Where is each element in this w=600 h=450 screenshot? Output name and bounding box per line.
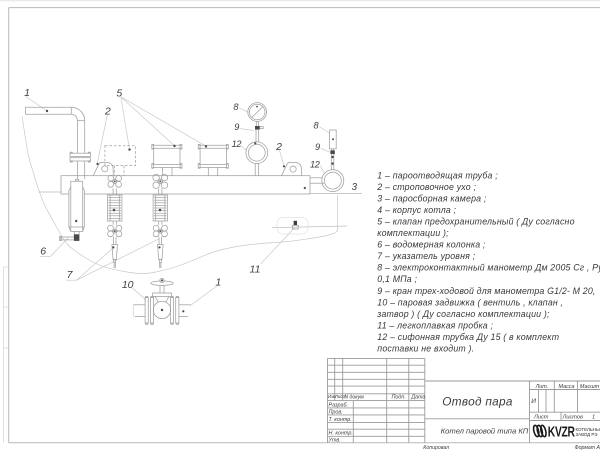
svg-text:8 – электроконтактный манометр: 8 – электроконтактный манометр Дм 2005 С… [377,263,600,273]
svg-text:КОТЕЛЬНЫЙ: КОТЕЛЬНЫЙ [576,427,600,432]
svg-text:5 – клапан предохранительный: 5 – клапан предохранительный ( Ду соглас… [377,217,574,227]
svg-text:10 – паровая задвижка ( вент: 10 – паровая задвижка ( вентиль , клапан… [377,297,563,307]
svg-text:Лит.: Лит. [535,384,549,390]
svg-text:Отвод пара: Отвод пара [442,395,513,409]
svg-text:Котел паровой типа КП: Котел паровой типа КП [441,426,529,435]
svg-text:9: 9 [315,142,320,152]
svg-text:8: 8 [313,121,319,131]
svg-text:3 – паросборная камера ;: 3 – паросборная камера ; [377,193,487,203]
svg-text:2: 2 [104,105,111,117]
svg-text:1: 1 [592,415,595,421]
svg-text:Масса: Масса [559,384,575,390]
svg-text:9: 9 [234,122,239,132]
svg-text:Утв.: Утв. [328,437,341,443]
svg-text:ЗАВОД РЭ: ЗАВОД РЭ [576,432,598,437]
svg-text:Масшт: Масшт [580,384,600,390]
svg-text:И: И [531,398,536,405]
svg-text:8: 8 [233,102,239,112]
svg-text:1: 1 [215,277,221,289]
svg-text:7 – указатель уровня ;: 7 – указатель уровня ; [377,251,475,261]
svg-text:12 – сифонная трубка Ду 15 (: 12 – сифонная трубка Ду 15 ( в комплект [377,332,559,342]
svg-text:10: 10 [122,279,134,291]
svg-text:Дата: Дата [410,394,425,400]
svg-text:3: 3 [352,182,358,193]
svg-text:Лист: Лист [334,394,346,399]
svg-text:Пров.: Пров. [329,410,343,416]
svg-text:7: 7 [67,269,74,281]
svg-text:6: 6 [40,245,46,257]
svg-text:4 – корпус котла ;: 4 – корпус котла ; [377,205,456,215]
svg-text:N докум: N докум [344,394,364,400]
svg-text:11: 11 [250,264,261,276]
svg-text:0,1 МПа ;: 0,1 МПа ; [377,274,417,284]
svg-text:Подп.: Подп. [392,394,406,400]
svg-text:5: 5 [116,87,122,99]
svg-text:2: 2 [275,141,282,153]
svg-text:комплектации );: комплектации ); [377,228,449,238]
svg-text:Изм: Изм [328,394,336,399]
svg-text:Копировал: Копировал [423,445,449,450]
svg-text:Разраб.: Разраб. [329,402,349,408]
svg-text:поставки не входит ).: поставки не входит ). [377,344,474,354]
svg-text:11 – легкоплавкая пробка ;: 11 – легкоплавкая пробка ; [377,321,493,331]
svg-text:Т. контр.: Т. контр. [329,417,352,423]
svg-text:12: 12 [310,159,320,169]
svg-text:KVZR: KVZR [548,424,575,440]
svg-text:1: 1 [24,87,30,99]
svg-text:Лист: Лист [533,415,549,421]
svg-text:Формат А: Формат А [575,445,600,450]
svg-text:Листов: Листов [562,415,583,421]
svg-text:1 – пароотводящая труба ;: 1 – пароотводящая труба ; [377,170,498,180]
svg-text:затвор ) ( Ду согласно комплек: затвор ) ( Ду согласно комплектации ); [376,309,550,319]
svg-text:12: 12 [232,139,242,149]
svg-text:Н. контр.: Н. контр. [329,431,353,437]
svg-text:9 – кран трех-ходовой для ман: 9 – кран трех-ходовой для манометра G1/2… [377,286,595,296]
svg-text:2 – строповочное ухо ;: 2 – строповочное ухо ; [376,182,476,192]
svg-text:6 – водомерная колонка ;: 6 – водомерная колонка ; [377,240,486,250]
